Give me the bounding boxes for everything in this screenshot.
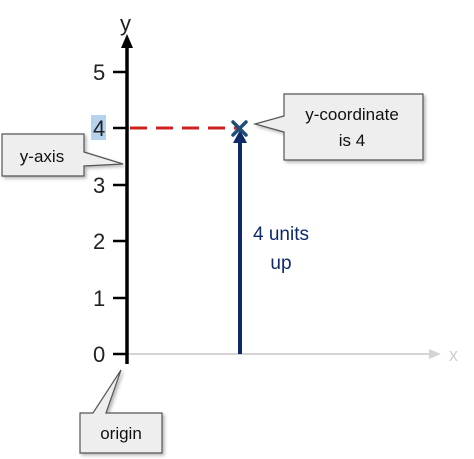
y-coordinate-callout	[252, 93, 424, 161]
x-axis-arrowhead	[429, 349, 441, 359]
y-tick-label-4: 4	[93, 116, 105, 141]
y-axis-arrowhead	[121, 34, 133, 48]
point-marker	[231, 120, 248, 137]
y-tick-label-1: 1	[93, 286, 105, 311]
units-up-text-line2: up	[270, 253, 291, 274]
y-tick-label-2: 2	[93, 229, 105, 254]
y-coordinate-callout-line1: y-coordinate	[305, 105, 399, 124]
up-arrow-head	[233, 130, 247, 143]
y-axis-label: y	[120, 11, 131, 36]
y-axis-callout-text: y-axis	[20, 147, 64, 166]
y-tick-label-5: 5	[93, 60, 105, 85]
y-tick-label-0: 0	[93, 342, 105, 367]
y-coordinate-callout-line2: is 4	[339, 131, 365, 150]
origin-callout-text: origin	[100, 424, 142, 443]
origin-callout	[79, 369, 163, 454]
y-tick-4-highlight	[91, 115, 106, 140]
y-tick-label-3: 3	[93, 173, 105, 198]
y-axis-callout	[1, 133, 124, 177]
units-up-text-line1: 4 units	[253, 224, 309, 245]
x-axis-label: x	[449, 345, 458, 365]
